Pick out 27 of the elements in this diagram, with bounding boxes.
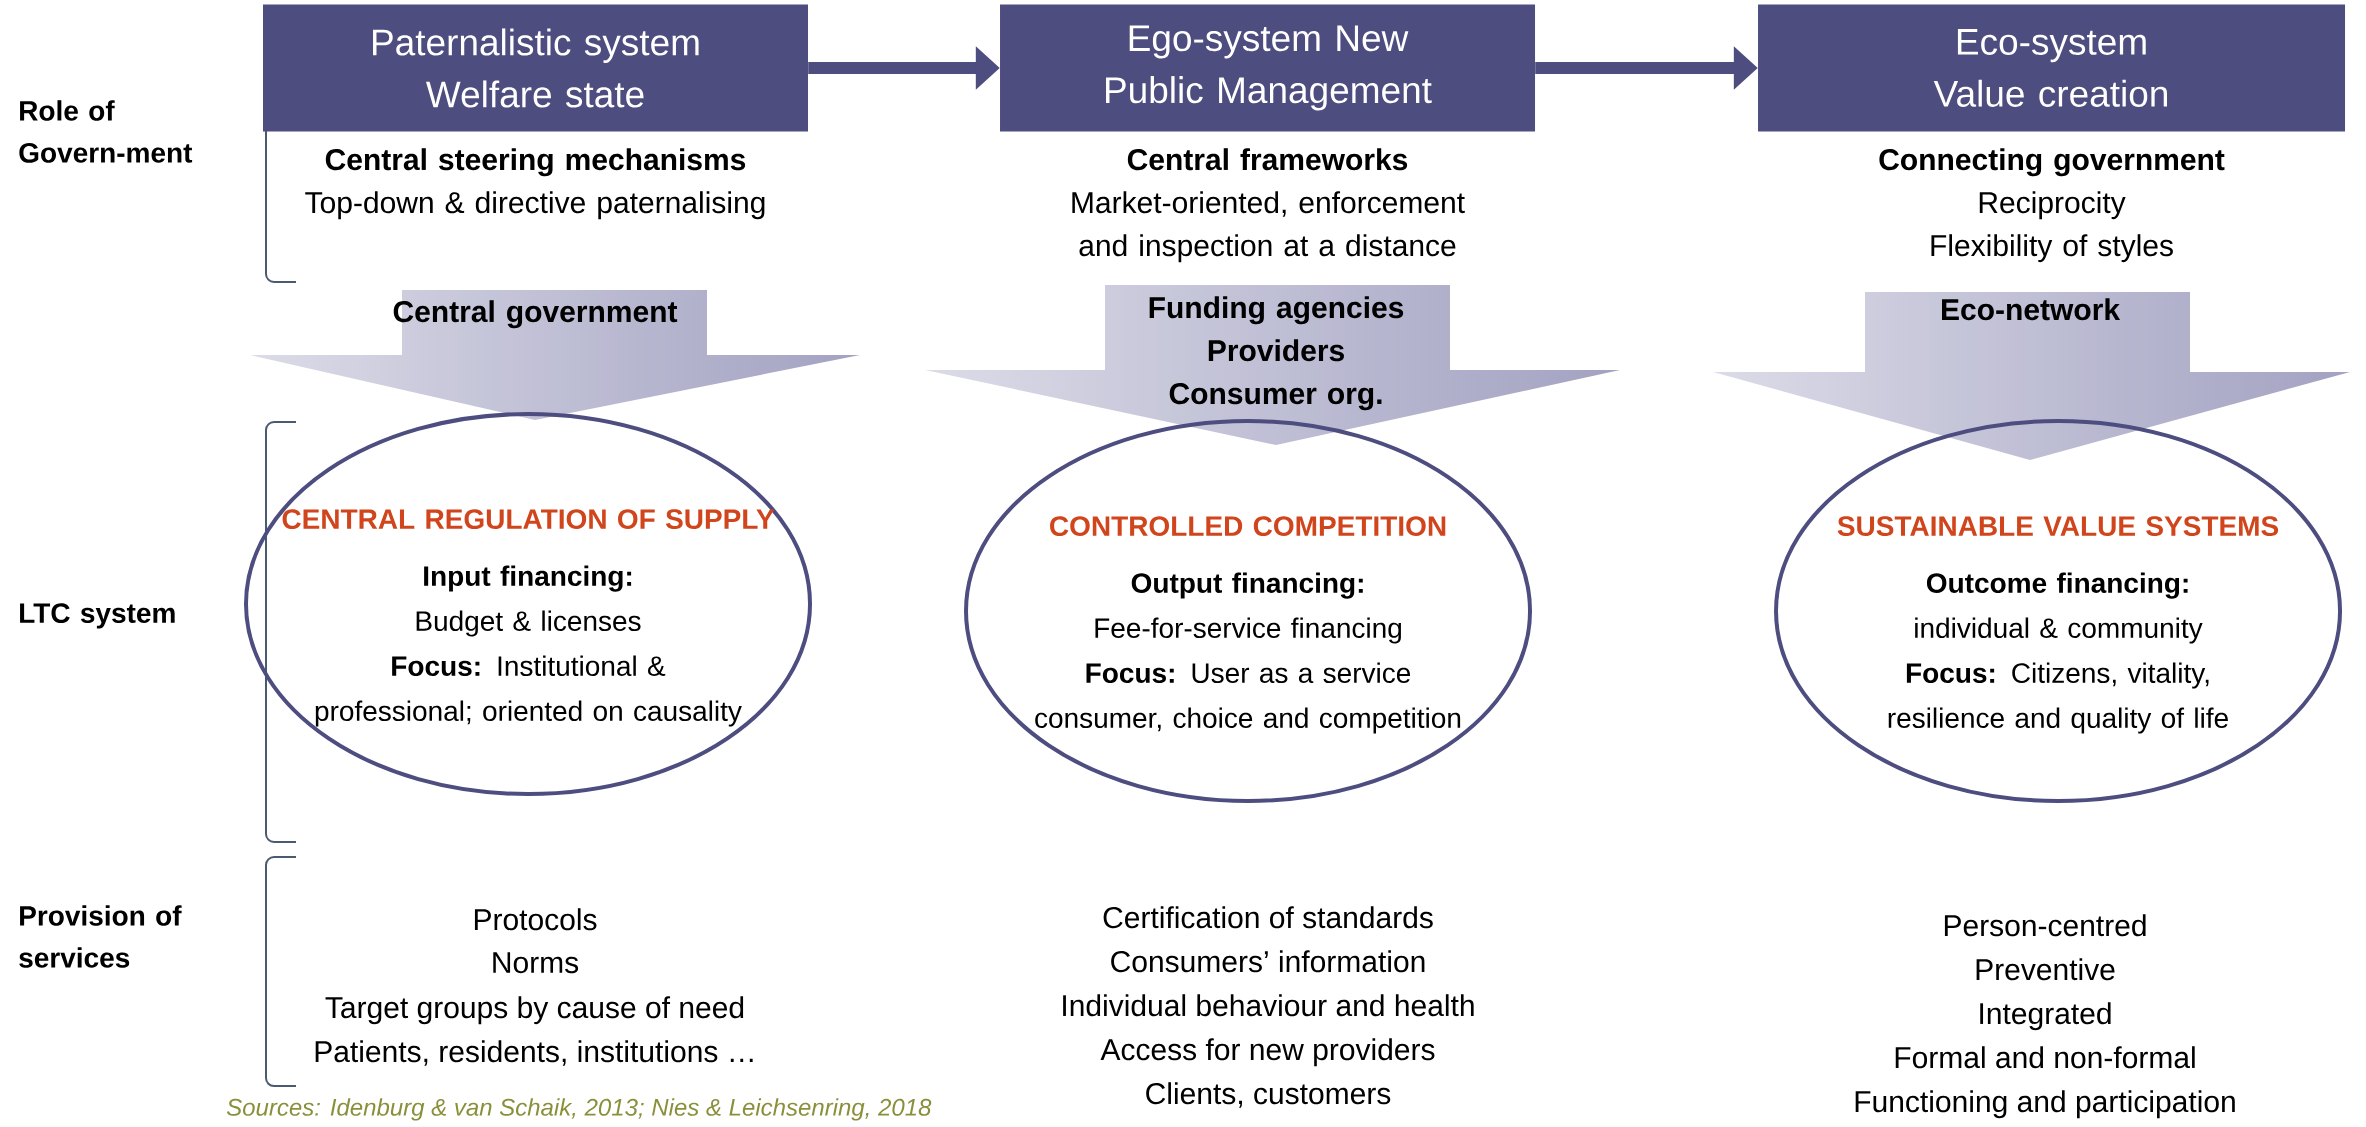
description-text: Central frameworks Market-oriented, enforcement and inspection at a distance: [1072, 148, 1465, 263]
down-arrow: Eco-network: [1942, 298, 2121, 321]
service-item: Target groups by cause of need: [325, 996, 744, 1025]
description-text: Connecting government Reciprocity Flexibility of styles: [1879, 148, 2225, 263]
description-text: Central steering mechanisms Top-down & directive paternalising: [305, 148, 765, 220]
service-item: Formal and non-formal: [1895, 1046, 2195, 1069]
service-item: Person-centred: [1944, 914, 2146, 937]
system-box: Ego-system New Public Management: [1000, 4, 1535, 132]
system-box: Paternalistic system Welfare state: [263, 4, 808, 132]
service-item: Access for new providers: [1100, 1038, 1435, 1067]
service-item: Norms: [493, 952, 579, 974]
service-item: Integrated: [1980, 1002, 2111, 1031]
row-heading: LTC system: [20, 603, 175, 629]
service-item: Preventive: [1976, 958, 2115, 981]
service-item: Functioning and participation: [1855, 1090, 2235, 1119]
service-item: Protocols: [474, 908, 597, 931]
service-item: Individual behaviour and health: [1063, 994, 1474, 1017]
row-heading: Provision of services: [19, 905, 182, 968]
source-note: Sources: Idenburg & van Schaik, 2013; Nies & Leichsenring, 2018: [226, 1098, 932, 1121]
down-arrow: Funding agencies Providers Consumer org.: [1149, 296, 1404, 411]
system-box: Eco-system Value creation: [1758, 4, 2346, 132]
down-arrow: Central government: [393, 300, 678, 329]
service-item: Certification of standards: [1103, 906, 1433, 929]
service-item: Clients, customers: [1146, 1082, 1391, 1108]
service-item: Patients, residents, institutions …: [315, 1040, 753, 1066]
row-heading: Role of Govern-ment: [19, 100, 193, 163]
service-item: Consumers’ information: [1111, 950, 1425, 973]
